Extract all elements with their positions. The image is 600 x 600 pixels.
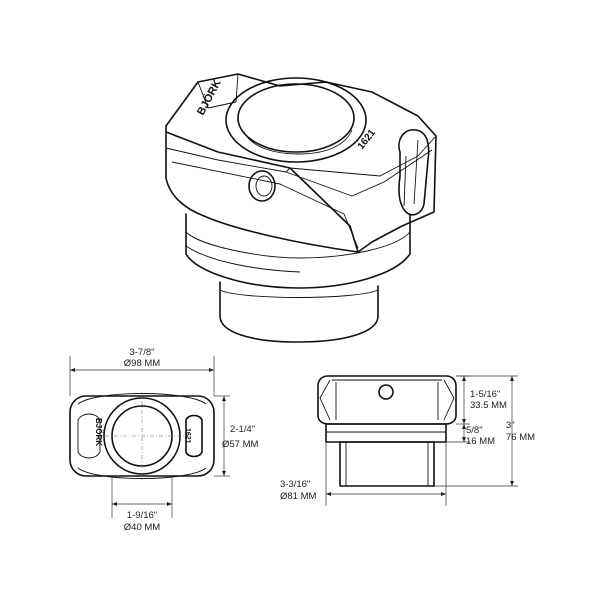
top-bore-mm: Ø40 MM: [124, 522, 161, 533]
top-view: BJÖRK 1621 3-7/8" Ø98 MM 2-1/4" Ø57 MM 1…: [69, 347, 259, 533]
side-view: 1-5/16" 33.5 MM 5/8" 16 MM 3" 76 MM 3-3/…: [280, 375, 535, 506]
top-view-size-mark: 1621: [184, 428, 191, 444]
side-slot-mm: 16 MM: [466, 436, 495, 447]
side-head-mm: 33.5 MM: [470, 400, 507, 411]
side-view-tube: [339, 441, 435, 487]
side-base-in: 3-3/16": [280, 479, 310, 490]
top-depth-in: 2-1/4": [230, 424, 255, 435]
iso-right-slot: [398, 129, 430, 216]
top-depth-mm: Ø57 MM: [222, 439, 259, 450]
side-base-mm: Ø81 MM: [280, 491, 317, 502]
side-view-collar: [325, 423, 447, 443]
iso-side-hole: [248, 170, 276, 202]
top-view-left-lug: [77, 413, 101, 459]
side-head-in: 1-5/16": [470, 389, 500, 400]
side-view-head: [317, 375, 457, 425]
side-slot-in: 5/8": [466, 425, 483, 436]
side-view-hole: [378, 384, 394, 400]
top-width-in: 3-7/8": [129, 347, 154, 358]
top-bore-in: 1-9/16": [127, 510, 157, 521]
iso-bore-outer: [225, 77, 367, 163]
side-total-in: 3": [506, 420, 515, 431]
top-width-mm: Ø98 MM: [124, 358, 161, 369]
side-total-mm: 76 MM: [506, 432, 535, 443]
iso-middle-collar: [185, 213, 411, 289]
iso-bore-inner: [237, 83, 355, 153]
iso-size-mark: 1621: [356, 127, 379, 152]
top-view-brand-logo: BJÖRK: [94, 418, 103, 446]
iso-bottom-tube: [219, 281, 379, 343]
isometric-view: BJÖRK 1621: [165, 73, 437, 343]
top-view-right-slot: [185, 414, 203, 458]
